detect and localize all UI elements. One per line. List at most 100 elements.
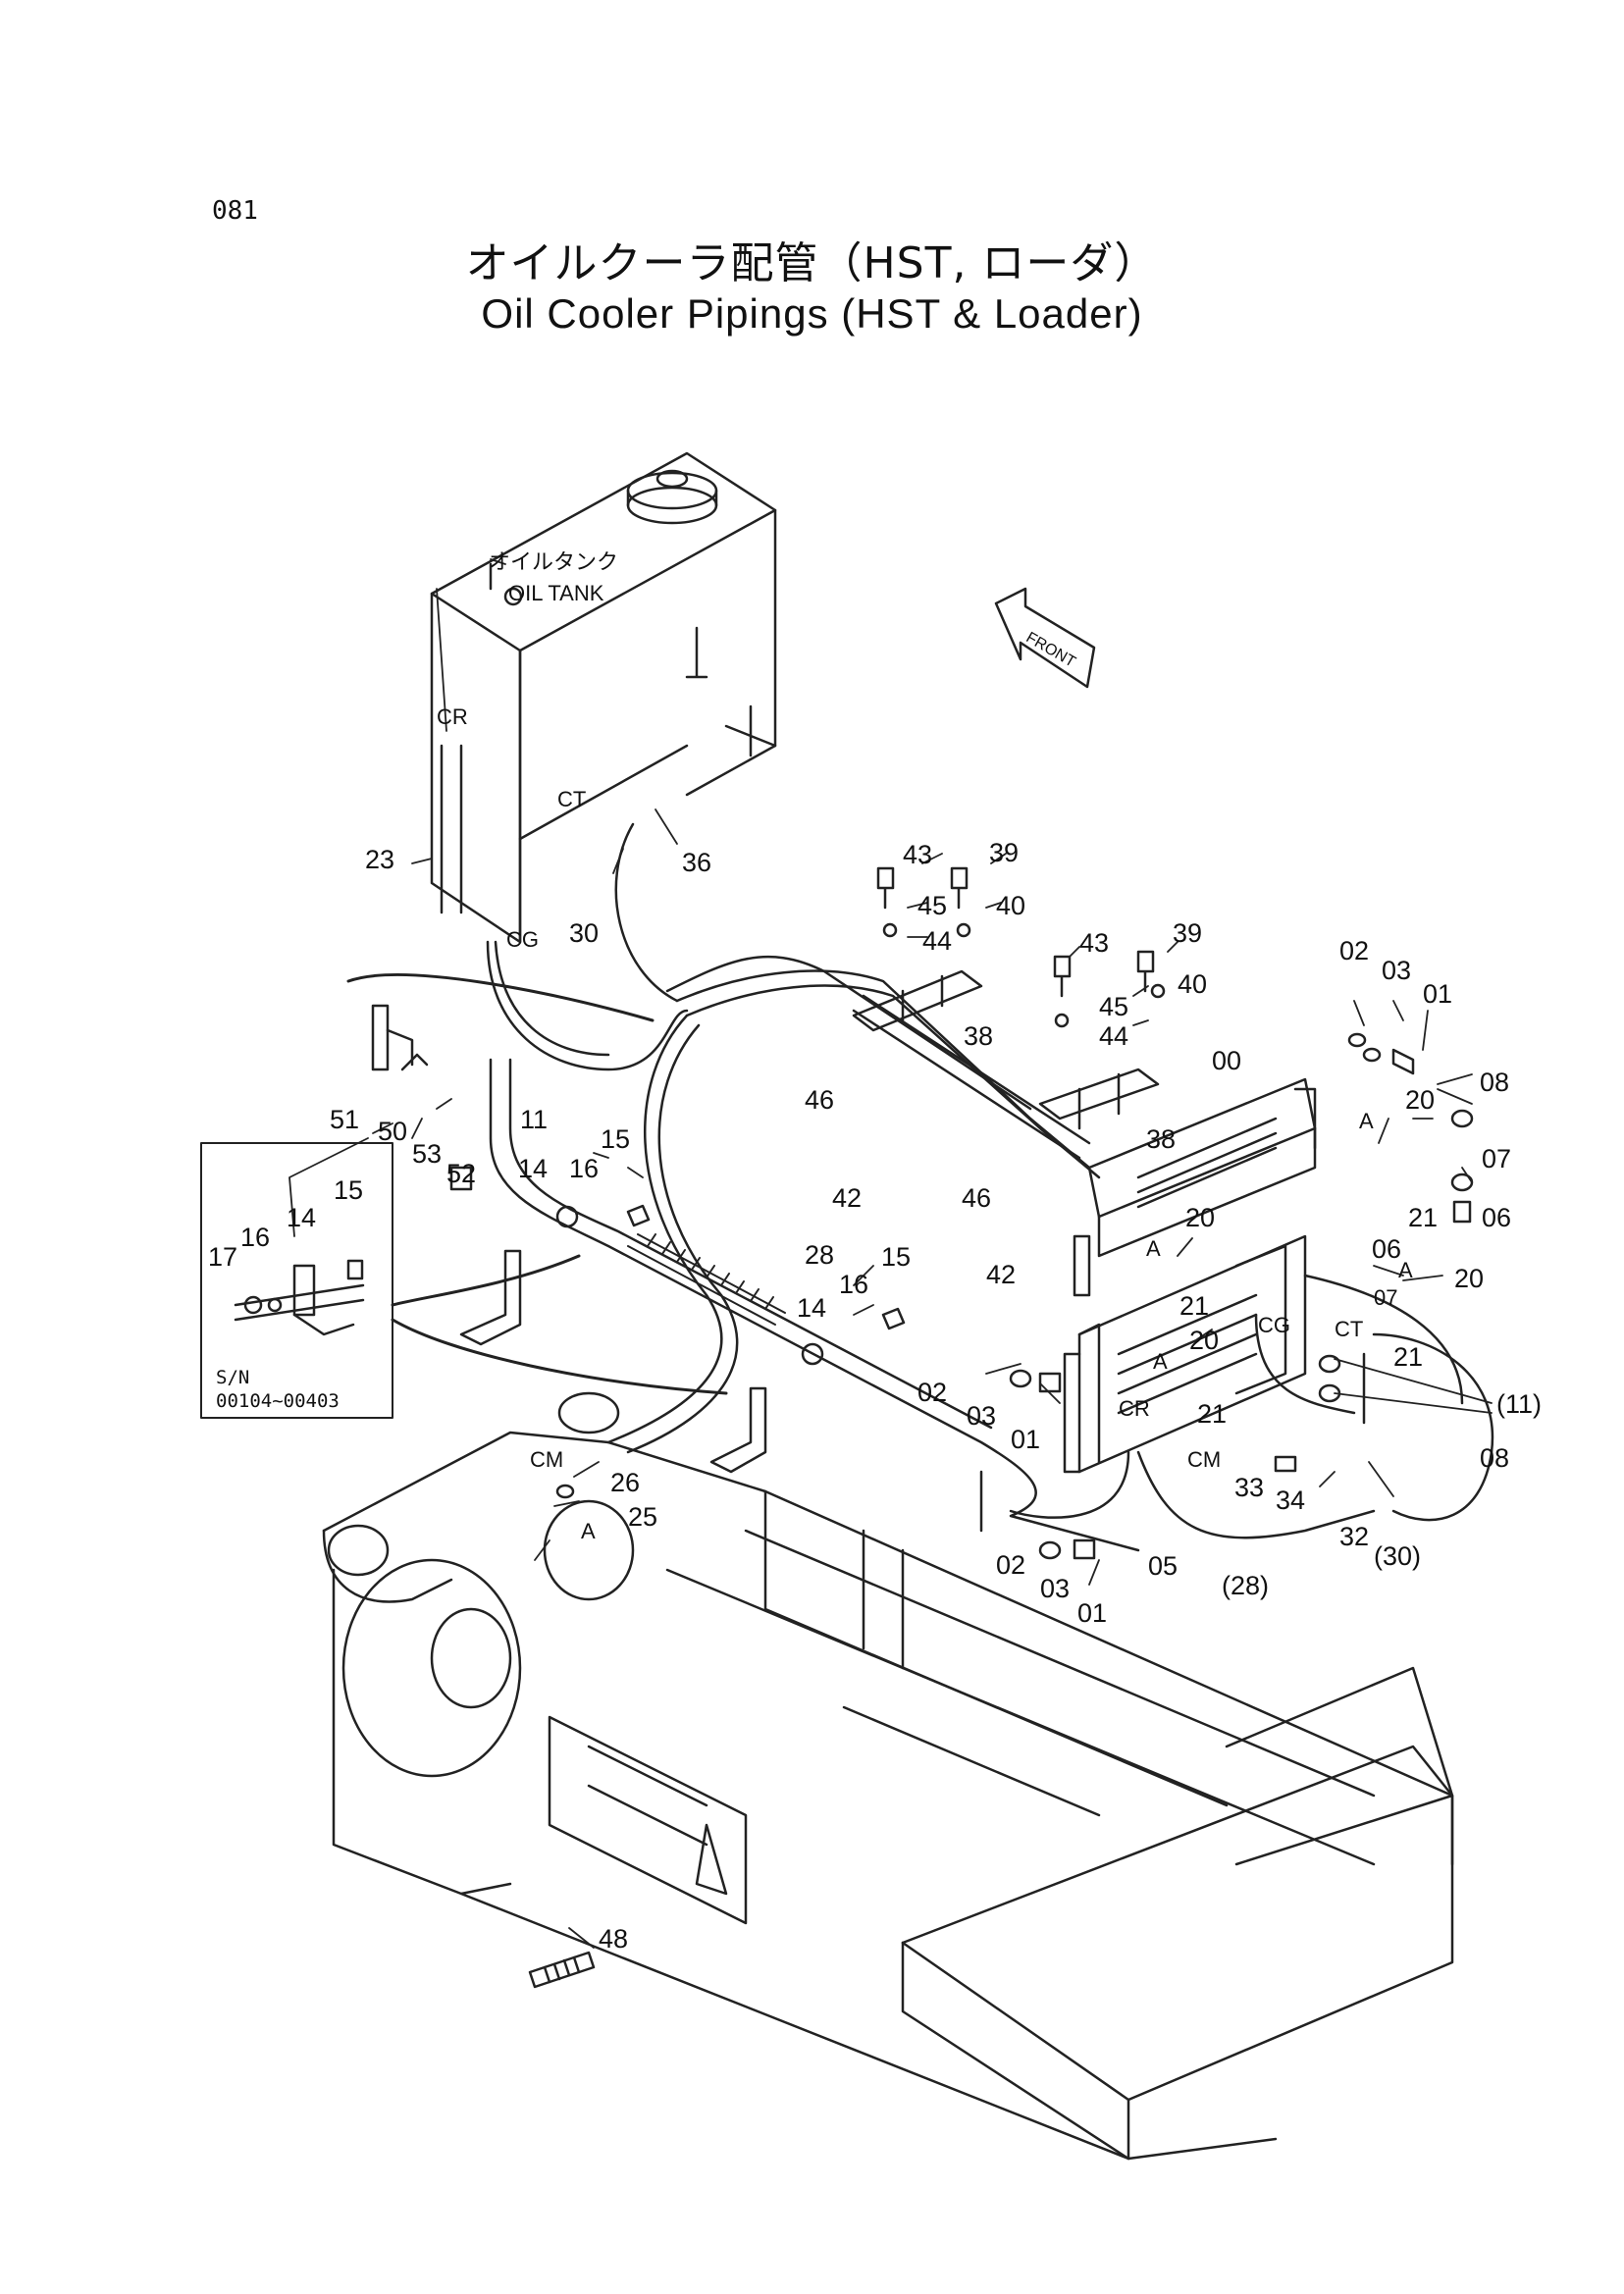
front-arrow-icon [994, 587, 1096, 689]
title-english: Oil Cooler Pipings (HST & Loader) [481, 290, 1143, 337]
callout-label: 14 [797, 1293, 826, 1323]
callout-label: 23 [365, 845, 394, 874]
callout-label: 20 [1189, 1326, 1219, 1355]
callout-label: 43 [1079, 928, 1109, 958]
callout-label: 20 [1185, 1203, 1215, 1232]
callout-label: 52 [446, 1159, 476, 1188]
callout-label: 38 [1146, 1124, 1176, 1154]
callout-label: 30 [569, 918, 599, 948]
callout-label: 21 [1408, 1203, 1438, 1232]
callout-label: 01 [1077, 1598, 1107, 1628]
callout-label: 05 [1148, 1551, 1178, 1581]
machine-frame [322, 1391, 1454, 2161]
bracket-38a [852, 969, 983, 1032]
callout-label: 46 [805, 1085, 834, 1115]
clamp-51 [371, 1004, 429, 1071]
callout-label: 44 [1099, 1021, 1128, 1051]
callout-label: CG [506, 927, 539, 952]
callout-label: 45 [1099, 992, 1128, 1021]
bolts [449, 866, 1474, 1560]
callout-label: 36 [682, 848, 711, 877]
callout-label: CM [1187, 1447, 1221, 1472]
callout-label: 08 [1480, 1068, 1509, 1097]
callout-label: 14 [287, 1203, 316, 1232]
callout-label: 42 [986, 1260, 1016, 1289]
callout-labels: CR CT 23 CG 36 30 43 39 45 40 44 38 46 4… [208, 704, 1542, 1954]
callout-label: 44 [922, 926, 952, 956]
callout-label: (30) [1374, 1541, 1421, 1571]
callout-label: 38 [964, 1021, 993, 1051]
callout-label: (11) [1496, 1389, 1542, 1419]
callout-label: 17 [208, 1242, 237, 1272]
bracket-14a [459, 1205, 579, 1346]
callout-label: 03 [967, 1401, 996, 1431]
callout-label: 02 [996, 1550, 1025, 1580]
callout-label: CR [1119, 1396, 1150, 1421]
callout-label: A [1153, 1349, 1168, 1374]
hoses [440, 744, 1140, 1552]
callout-label: A [1146, 1236, 1161, 1261]
callout-label: 25 [628, 1502, 657, 1532]
callout-label: 28 [805, 1240, 834, 1270]
callout-label: A [581, 1519, 596, 1543]
callout-label: 32 [1339, 1522, 1369, 1551]
callout-label: 40 [996, 891, 1025, 920]
callout-label: A [1398, 1258, 1413, 1282]
callout-label: 15 [334, 1175, 363, 1205]
callout-label: CM [530, 1447, 563, 1472]
callout-label: 07 [1482, 1144, 1511, 1173]
callout-label: 07 [1374, 1285, 1397, 1310]
callout-label: 42 [832, 1183, 862, 1213]
page-number: 081 [212, 196, 258, 226]
callout-label: CG [1258, 1313, 1290, 1337]
callout-label: 16 [839, 1270, 868, 1299]
oil-cooler-upper [1073, 1077, 1317, 1297]
spring-48 [528, 1951, 596, 1989]
inset-box [200, 1142, 393, 1419]
oil-cooler-lower [1063, 1234, 1307, 1474]
callout-label: 01 [1423, 979, 1452, 1009]
leader-lines [288, 558, 1493, 1949]
oil-tank [430, 451, 777, 944]
callout-label: CR [437, 704, 468, 729]
oil-tank-label-en: OIL TANK [508, 581, 604, 605]
callout-label: 40 [1178, 969, 1207, 999]
callout-label: 26 [610, 1468, 640, 1497]
callout-label: CT [1335, 1317, 1363, 1341]
callout-label: 06 [1482, 1203, 1511, 1232]
callout-label: 21 [1197, 1399, 1227, 1429]
bracket-14b [709, 1342, 824, 1474]
bracket-38b [1038, 1068, 1160, 1130]
callout-label: 02 [1339, 936, 1369, 965]
callout-label: 50 [378, 1117, 407, 1146]
callout-label: CT [557, 787, 586, 811]
title-japanese: オイルクーラ配管（HST, ローダ） [465, 238, 1159, 288]
callout-label: 03 [1040, 1574, 1070, 1603]
callout-label: 15 [881, 1242, 911, 1272]
pipes-upper [665, 955, 1091, 1160]
callout-label: 20 [1405, 1085, 1435, 1115]
callout-label: 39 [989, 838, 1019, 867]
inset-pointer-arrows [346, 973, 728, 1395]
callout-label: 16 [569, 1154, 599, 1183]
hose-spiral-28 [627, 1233, 786, 1326]
callout-label: 08 [1480, 1443, 1509, 1473]
callout-label: (28) [1222, 1571, 1269, 1600]
callout-label: 39 [1173, 918, 1202, 948]
callout-label: 21 [1179, 1291, 1209, 1321]
callout-label: 34 [1276, 1486, 1305, 1515]
callout-label: 03 [1382, 956, 1411, 985]
callout-label: 14 [518, 1154, 548, 1183]
callout-label: 21 [1393, 1342, 1423, 1372]
callout-label: 20 [1454, 1264, 1484, 1293]
callout-label: 01 [1011, 1425, 1040, 1454]
inset-sn-range: 00104~00403 [216, 1390, 340, 1412]
right-hoses [1009, 1274, 1494, 1539]
callout-label: A [1359, 1109, 1374, 1133]
callout-label: 43 [903, 840, 932, 869]
oil-tank-label-jp: オイルタンク [489, 549, 618, 574]
callout-label: 51 [330, 1105, 359, 1134]
callout-label: 33 [1234, 1473, 1264, 1502]
callout-label: 16 [240, 1223, 270, 1252]
